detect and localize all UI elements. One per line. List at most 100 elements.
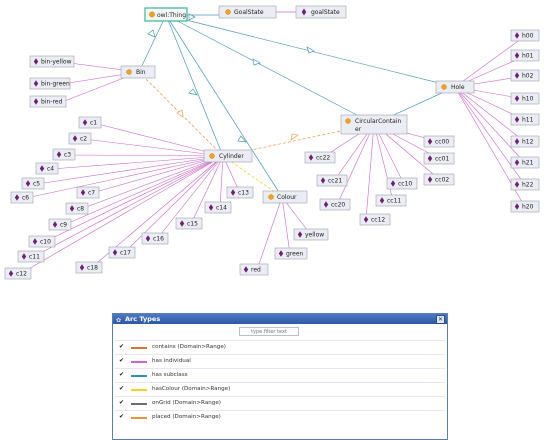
node-individual-cc20[interactable]: cc20 <box>319 198 351 211</box>
node-label: Cylinder <box>219 153 244 160</box>
arc-color-swatch <box>131 403 147 405</box>
node-individual-c4[interactable]: c4 <box>35 162 59 175</box>
individual-icon <box>514 95 520 102</box>
arc-type-row[interactable]: ✔contains (Domain>Range) <box>115 340 445 354</box>
individual-icon <box>25 180 31 187</box>
node-goalstate[interactable]: GoalState <box>218 5 277 19</box>
node-individual-c17[interactable]: c17 <box>108 246 136 259</box>
checkbox-check-icon[interactable]: ✔ <box>119 413 125 420</box>
node-label: cc21 <box>328 178 342 185</box>
node-individual-c12[interactable]: c12 <box>4 267 32 280</box>
node-individual-c10[interactable]: c10 <box>28 235 56 248</box>
node-individual-cc02[interactable]: cc02 <box>423 173 455 186</box>
node-individual-c15[interactable]: c15 <box>175 217 203 230</box>
node-circular-container[interactable]: CircularContain er <box>340 114 408 135</box>
arc-type-row[interactable]: ✔ onGrid (Domain>Range) <box>115 396 445 410</box>
node-bin[interactable]: Bin <box>120 65 156 79</box>
checkbox-check-icon[interactable]: ✔ <box>119 385 125 392</box>
node-label: GoalState <box>234 9 264 16</box>
edge-hascolour <box>222 155 283 198</box>
edge-subclass-colour <box>165 14 283 198</box>
node-individual-c18[interactable]: c18 <box>75 261 103 274</box>
node-individual-h00[interactable]: h00 <box>510 29 540 42</box>
checkbox-check-icon[interactable]: ✔ <box>119 357 125 364</box>
node-individual-c6[interactable]: c6 <box>10 191 34 204</box>
node-label: Hole <box>451 84 465 91</box>
node-individual-green[interactable]: green <box>274 247 308 260</box>
individual-icon <box>72 135 78 142</box>
filter-input[interactable] <box>239 327 299 336</box>
node-cylinder[interactable]: Cylinder <box>203 149 253 163</box>
arc-type-label: onGrid (Domain>Range) <box>152 400 221 406</box>
node-individual-cc01[interactable]: cc01 <box>423 152 455 165</box>
arc-types-icon: ✿ <box>116 317 122 324</box>
arc-color-swatch <box>131 361 147 363</box>
node-individual-c2[interactable]: c2 <box>68 132 92 145</box>
panel-header: ✿ Arc Types ✕ <box>113 314 447 324</box>
node-individual-cc00[interactable]: cc00 <box>423 135 455 148</box>
node-owl-thing[interactable]: owl:Thing <box>144 7 188 22</box>
node-individual-c3[interactable]: c3 <box>52 148 76 161</box>
node-colour[interactable]: Colour <box>262 190 308 204</box>
individual-icon <box>112 249 118 256</box>
node-individual-yellow[interactable]: yellow <box>293 228 329 241</box>
individual-icon <box>33 98 39 105</box>
node-label: c15 <box>187 221 198 228</box>
node-label: c7 <box>88 190 95 197</box>
node-individual-c14[interactable]: c14 <box>204 201 232 214</box>
arc-color-swatch <box>131 389 147 391</box>
arc-type-row[interactable]: ✔has individual <box>115 354 445 368</box>
node-individual-bin-yellow[interactable]: bin-yellow <box>29 55 75 68</box>
node-individual-h22[interactable]: h22 <box>510 178 540 191</box>
arc-type-row[interactable]: ✔has subclass <box>115 368 445 382</box>
node-individual-c16[interactable]: c16 <box>141 232 169 245</box>
node-individual-h12[interactable]: h12 <box>510 135 540 148</box>
node-hole[interactable]: Hole <box>435 80 475 94</box>
node-label: c13 <box>238 190 249 197</box>
node-individual-h01[interactable]: h01 <box>510 49 540 62</box>
node-individual-h11[interactable]: h11 <box>510 113 540 126</box>
individual-icon <box>69 205 75 212</box>
node-label: cc00 <box>435 139 449 146</box>
node-goalstate-individual[interactable]: goalState <box>295 5 347 19</box>
node-label: green <box>286 251 304 258</box>
class-icon <box>268 194 274 200</box>
arc-type-row[interactable]: ✔hasColour (Domain>Range) <box>115 382 445 396</box>
class-icon <box>209 153 215 159</box>
node-individual-h02[interactable]: h02 <box>510 69 540 82</box>
node-individual-bin-green[interactable]: bin-green <box>29 77 71 90</box>
checkbox-check-icon[interactable]: ✔ <box>119 371 125 378</box>
individual-icon <box>243 266 249 273</box>
node-individual-h10[interactable]: h10 <box>510 92 540 105</box>
node-individual-cc11[interactable]: cc11 <box>375 194 407 207</box>
panel-title: Arc Types <box>125 315 161 323</box>
checkbox-check-icon[interactable]: ✔ <box>119 343 125 350</box>
ontology-graph: owl:Thing GoalState goalState Bin Hole C… <box>4 5 540 280</box>
individual-icon <box>514 138 520 145</box>
node-label: cc02 <box>435 177 449 184</box>
node-individual-c1[interactable]: c1 <box>78 116 102 129</box>
checkbox-check-icon[interactable]: ✔ <box>119 399 125 406</box>
node-individual-cc22[interactable]: cc22 <box>304 151 336 164</box>
arc-type-row[interactable]: ✔placed (Domain>Range) <box>115 410 445 424</box>
individual-icon <box>320 177 326 184</box>
individual-icon <box>56 151 62 158</box>
node-individual-cc12[interactable]: cc12 <box>359 213 391 226</box>
node-individual-c13[interactable]: c13 <box>226 186 254 199</box>
node-individual-cc21[interactable]: cc21 <box>316 174 348 187</box>
node-label: c3 <box>64 152 71 159</box>
node-individual-c9[interactable]: c9 <box>48 218 72 231</box>
individual-icon <box>208 204 214 211</box>
node-individual-c7[interactable]: c7 <box>76 186 100 199</box>
node-individual-h20[interactable]: h20 <box>510 200 540 213</box>
node-individual-h21[interactable]: h21 <box>510 156 540 169</box>
node-individual-bin-red[interactable]: bin-red <box>29 95 67 108</box>
node-individual-c5[interactable]: c5 <box>21 177 45 190</box>
close-icon[interactable]: ✕ <box>436 315 445 324</box>
node-individual-c8[interactable]: c8 <box>65 202 89 215</box>
node-individual-c11[interactable]: c11 <box>17 250 45 263</box>
node-individual-cc10[interactable]: cc10 <box>386 177 418 190</box>
individual-icon <box>308 154 314 161</box>
node-label: h02 <box>522 73 534 80</box>
node-individual-red[interactable]: red <box>239 263 269 276</box>
